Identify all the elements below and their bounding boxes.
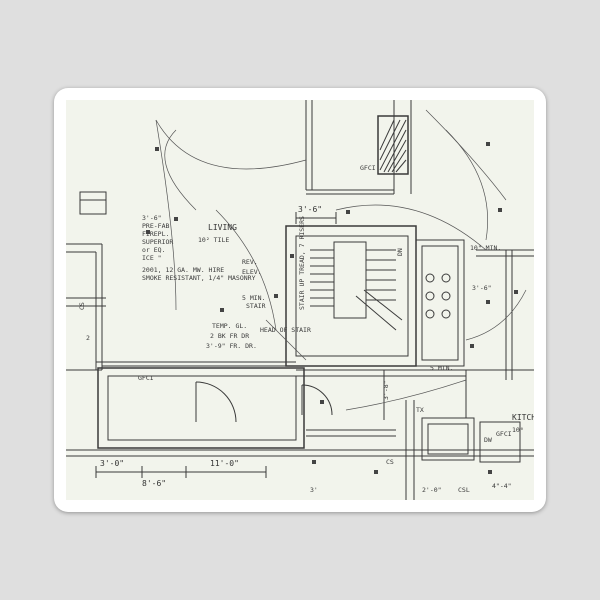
label-living-floor: 10² TILE <box>198 236 229 244</box>
cs-note-2: CS <box>386 458 394 466</box>
sticker: LIVING 10² TILE KITCH 10⁰ 3'-6" 3'-0" 8'… <box>54 88 546 512</box>
fireplace-note-2: PRE-FAB <box>142 222 169 230</box>
dn-note: DN <box>396 248 404 256</box>
dim-3-0: 3'-0" <box>100 459 124 468</box>
fireplace-note-3: FIREPL. <box>142 230 169 238</box>
dim-3-8: 3'-8" <box>382 380 390 400</box>
min-5-note: 5 MIN. <box>430 364 453 372</box>
label-kitchen-floor: 10⁰ <box>512 426 524 434</box>
label-kitchen: KITCH <box>512 413 534 422</box>
dim-3-6-min: 3'-6" <box>472 284 492 292</box>
gfci-note: GFCI <box>360 164 376 172</box>
stair-note-7: ELEV. <box>242 268 262 276</box>
rev-note: REV. <box>242 258 258 266</box>
fireplace-note-8: SMOKE RESISTANT, 1/4" MASONRY <box>142 274 256 282</box>
cs-note: CS <box>78 302 86 310</box>
stair-vertical-note: STAIR UP TREAD, 7 RISERS <box>298 216 306 310</box>
dim-2-0: 2'-0" <box>422 486 442 494</box>
stair-note-3: TEMP. GL. <box>212 322 247 330</box>
blueprint-drawing: LIVING 10² TILE KITCH 10⁰ 3'-6" 3'-0" 8'… <box>66 100 534 500</box>
stair-note-4: 2 BK FR DR <box>210 332 249 340</box>
fireplace-note-1: 3'-6" <box>142 214 162 222</box>
label-living: LIVING <box>208 223 237 232</box>
fireplace-note-5: or EQ. <box>142 246 165 254</box>
csl-note: CSL <box>458 486 470 494</box>
dim-3-6: 3'-6" <box>298 205 322 214</box>
fireplace-note-7: 2001, 12 GA. MW. HIRE <box>142 266 224 274</box>
gfci-wp-note: GFCI <box>496 430 512 438</box>
fixture-symbols <box>146 142 518 474</box>
dim-11-0: 11'-0" <box>210 459 239 468</box>
fireplace-note-4: SUPERIOR <box>142 238 173 246</box>
stair-note-1: 5 MIN. <box>242 294 265 302</box>
dim-10-min: 10" MIN. <box>470 244 501 252</box>
dim-3: 3' <box>310 486 318 494</box>
floor-plan-svg: LIVING 10² TILE KITCH 10⁰ 3'-6" 3'-0" 8'… <box>66 100 534 500</box>
stair-note-6: HEAD OF STAIR <box>260 326 311 334</box>
wall-lines <box>66 100 534 500</box>
dim-4-4: 4"-4" <box>492 482 512 490</box>
fireplace-note-6: ICE " <box>142 254 162 262</box>
tx-note: TX <box>416 406 424 414</box>
dim-8-6: 8'-6" <box>142 479 166 488</box>
dw-note: DW <box>484 436 492 444</box>
stair-note-2: STAIR <box>246 302 266 310</box>
electrical-arcs <box>155 109 527 411</box>
gfci-note-2: GFCI <box>138 374 154 382</box>
stair-note-5: 3'-9" FR. DR. <box>206 342 257 350</box>
dim-2: 2 <box>86 334 90 342</box>
